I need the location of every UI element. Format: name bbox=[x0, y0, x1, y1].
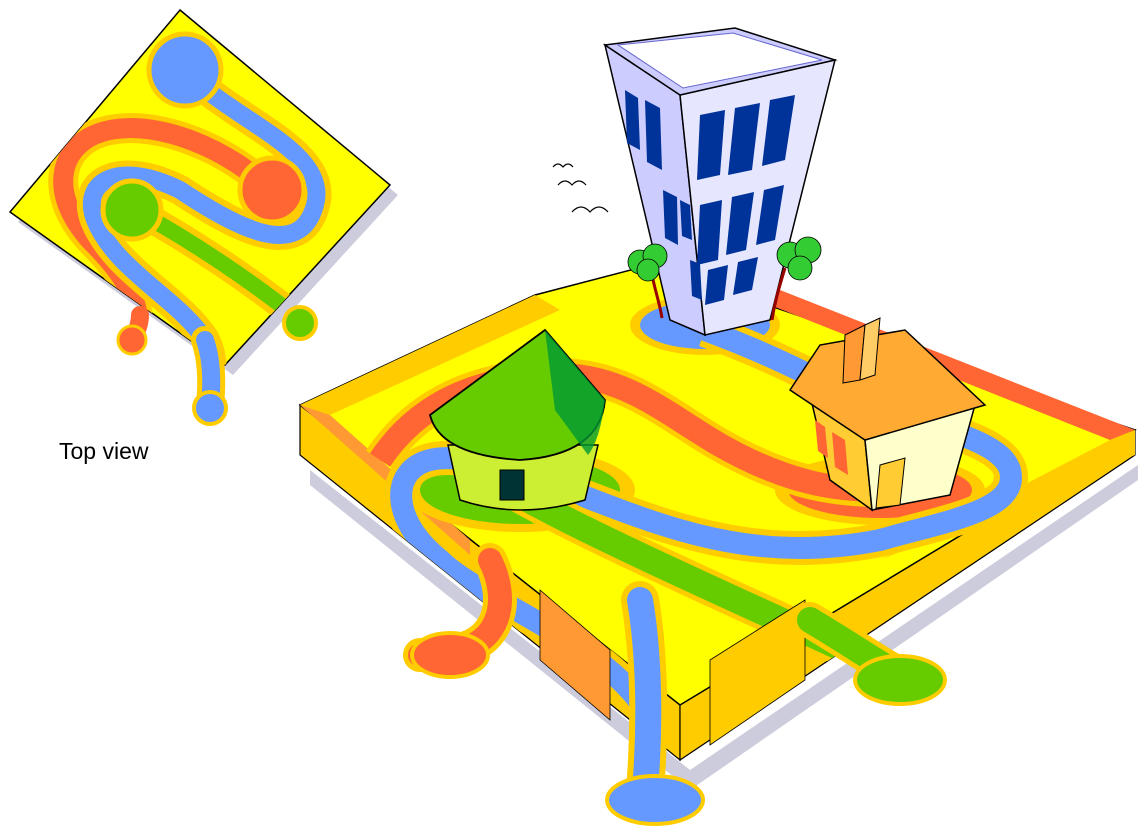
top-view-orange-node bbox=[240, 158, 304, 222]
bird-icon bbox=[553, 164, 608, 212]
top-view-caption: Top view bbox=[59, 438, 148, 465]
top-view-green-node bbox=[103, 181, 161, 239]
top-view-blue-endpoint bbox=[194, 392, 226, 424]
perspective-board bbox=[300, 265, 1138, 824]
top-view-orange-endpoint bbox=[118, 326, 146, 354]
board-blue-tail bbox=[640, 600, 648, 790]
board-green-endpoint bbox=[855, 656, 945, 704]
board-orange-endpoint bbox=[412, 633, 488, 677]
board-blue-endpoint bbox=[607, 776, 703, 824]
top-view-diagram bbox=[10, 10, 398, 424]
top-view-green-endpoint bbox=[284, 307, 316, 339]
top-view-blue-node bbox=[149, 34, 221, 106]
